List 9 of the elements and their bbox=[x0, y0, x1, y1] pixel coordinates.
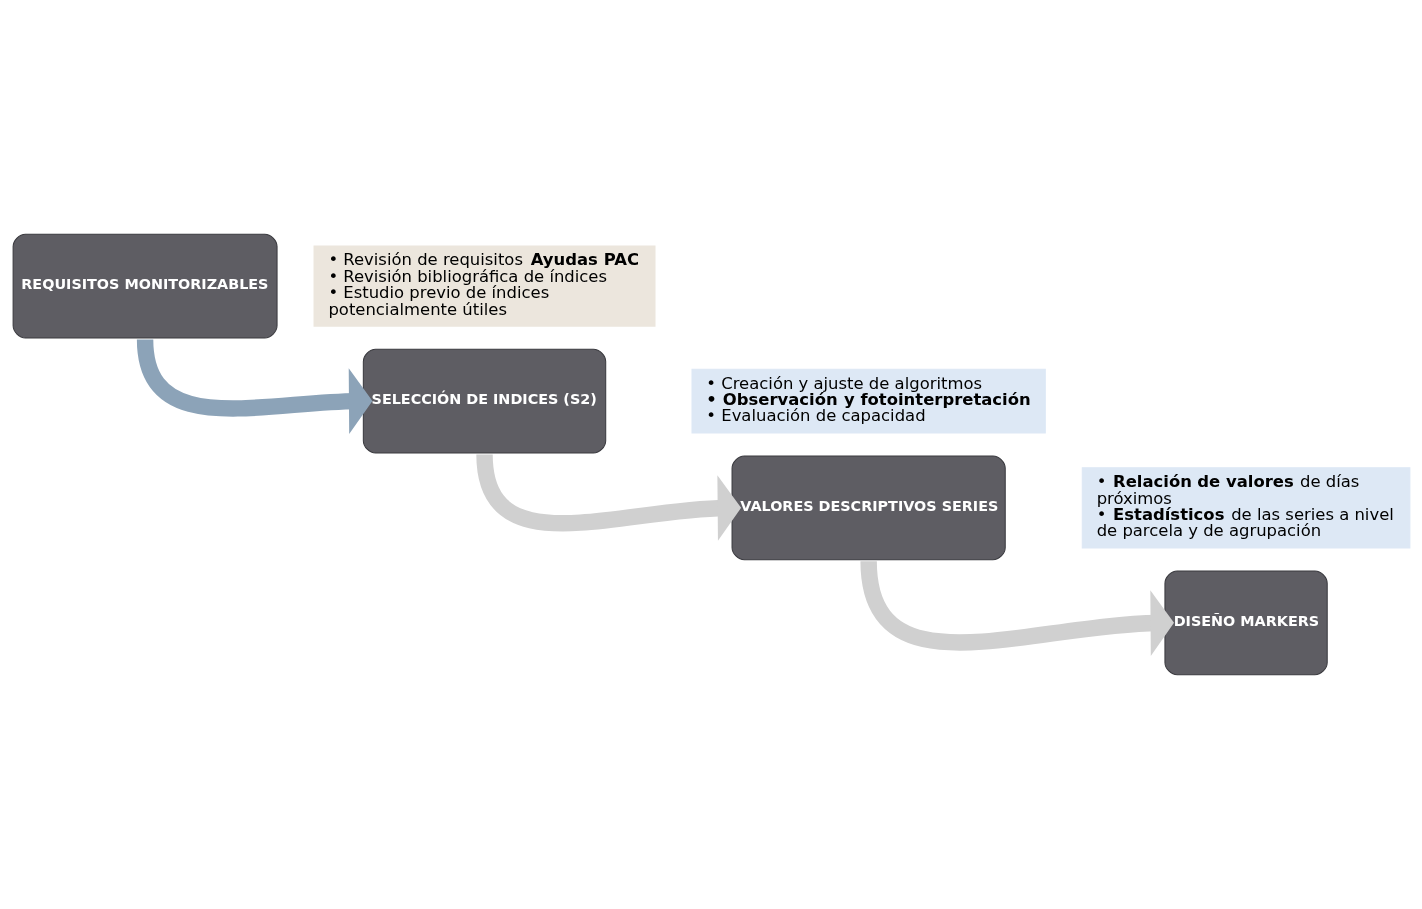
node-box: • Relación de valores de días próximos • Estadísticos de las series a nivel de parcela y de agrupación bbox=[1081, 467, 1410, 549]
arrow bbox=[859, 560, 1174, 656]
arrow bbox=[475, 453, 741, 541]
node-box: VALORES DESCRIPTIVOS SERIES bbox=[731, 455, 1006, 561]
node-box: • Creación y ajuste de algoritmos • Observación y fotointerpretación • Evaluación de capacidad bbox=[690, 368, 1046, 434]
node-box: • Revisión de requisitos Ayudas PAC • Revisión bibliográfica de índices • Estudio previo de índices potencialmente útiles bbox=[313, 245, 656, 327]
node-box: REQUISITOS MONITORIZABLES bbox=[12, 233, 278, 339]
node-box: DISEÑO MARKERS bbox=[1163, 570, 1328, 676]
node-box: SELECCIÓN DE INDICES (S2) bbox=[362, 348, 606, 454]
